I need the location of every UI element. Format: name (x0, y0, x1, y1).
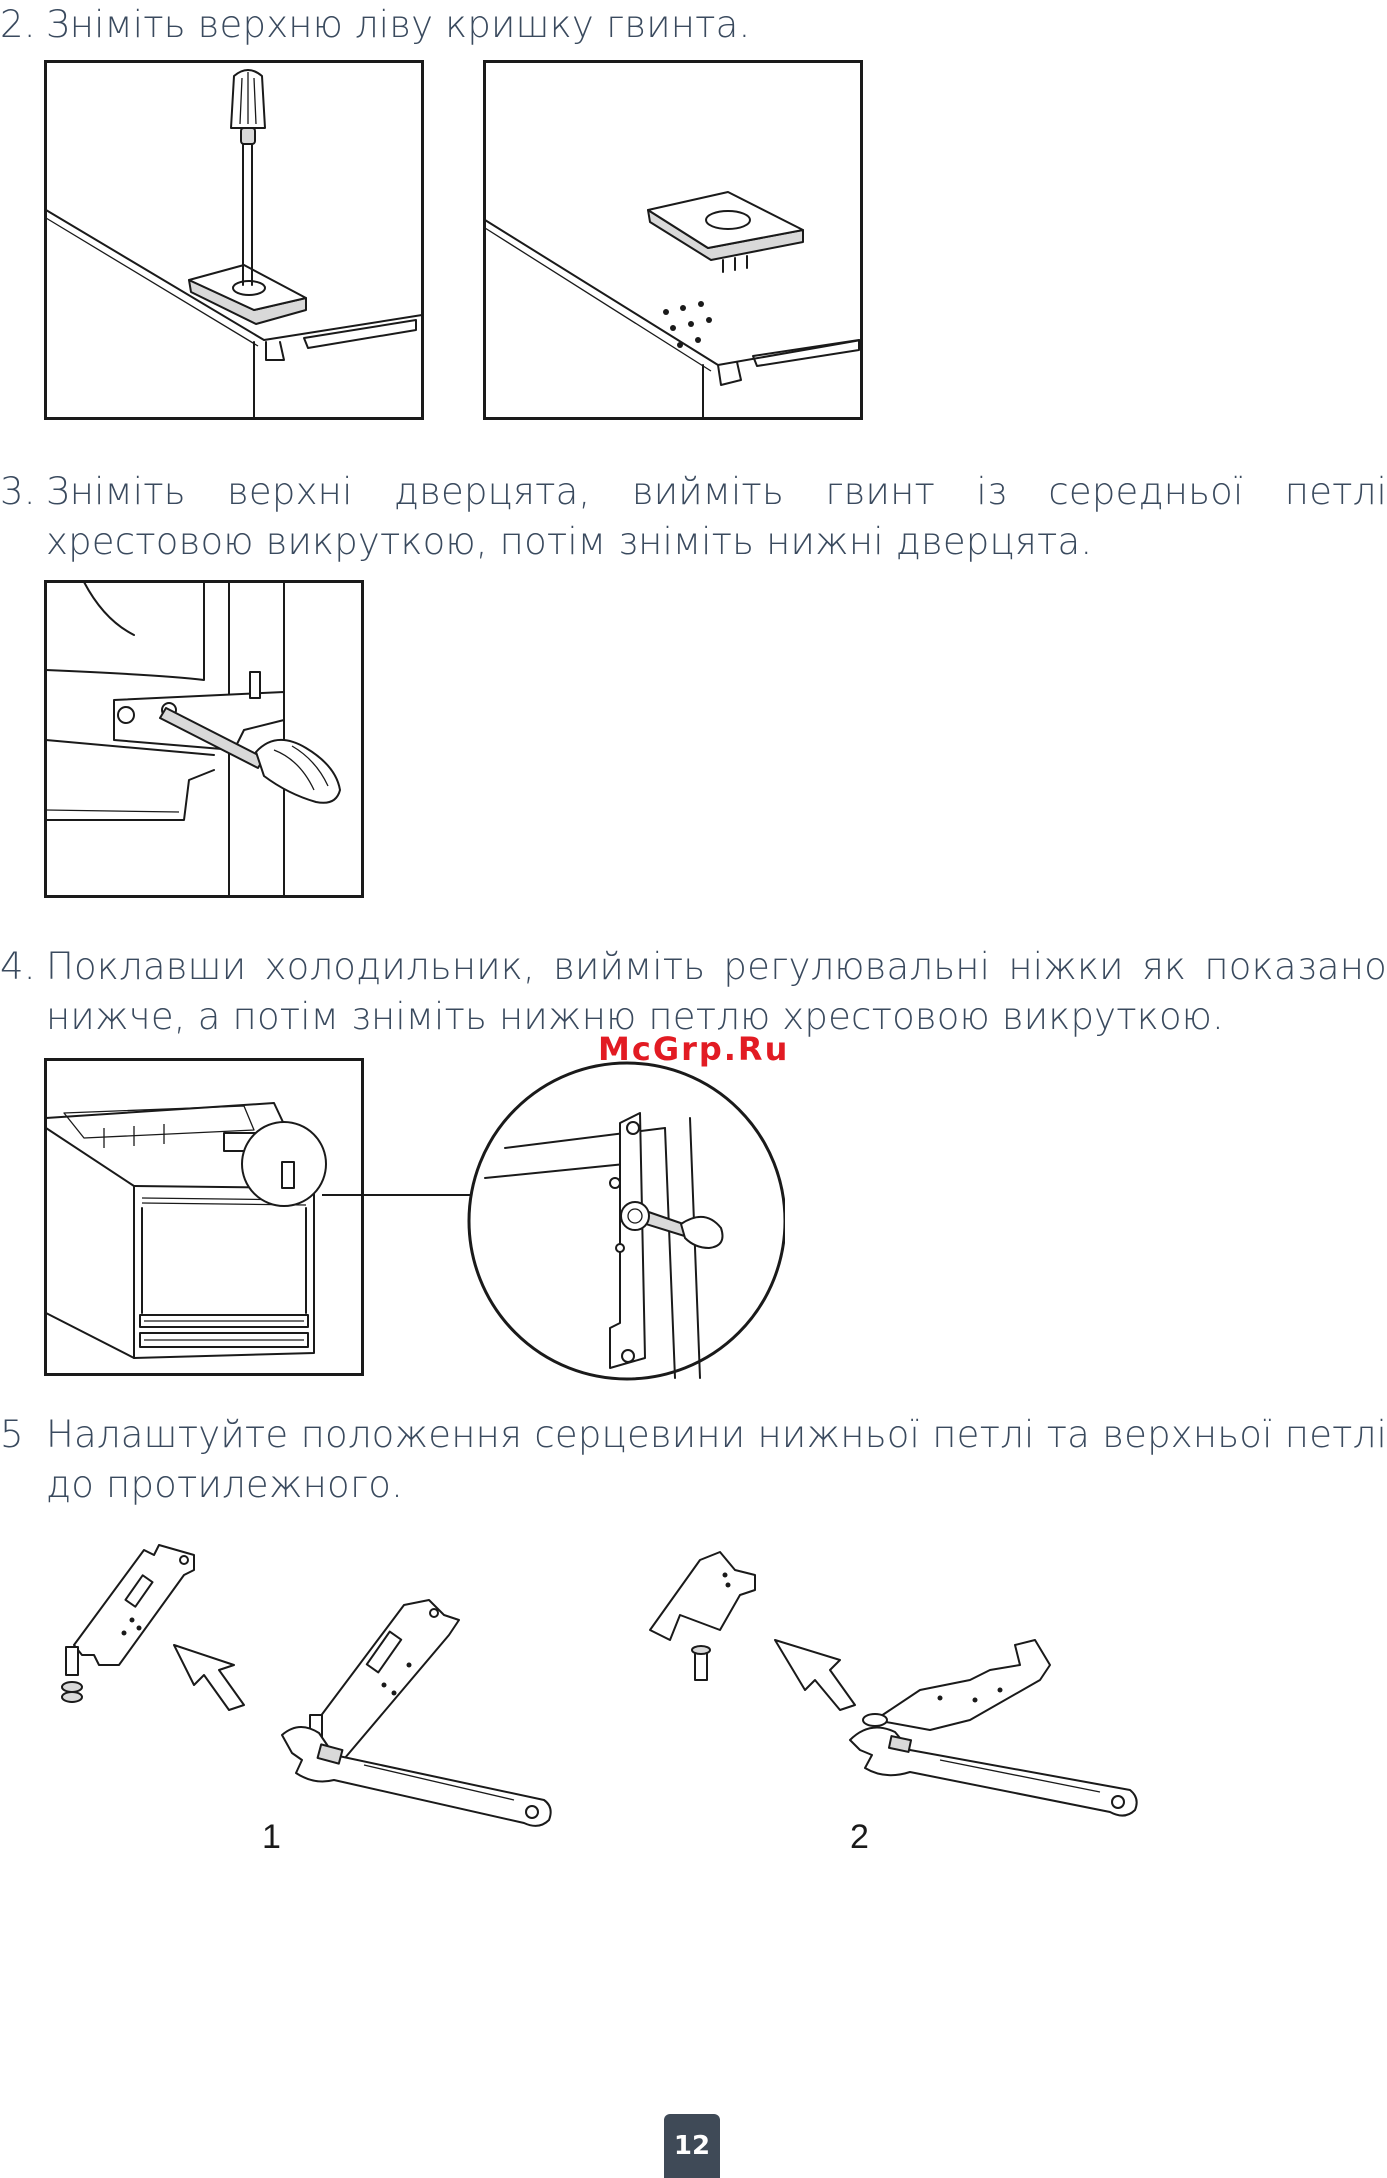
step-number: 2. (0, 3, 36, 46)
step-text: Поклавши холодильник, вийміть регулюваль… (46, 945, 1387, 1038)
step-number: 3. (0, 470, 36, 513)
figure-middle-hinge-screwdriver (44, 580, 364, 898)
step-text: Зніміть верхню ліву кришку гвинта. (46, 3, 751, 46)
figure-hinge-detail-circle (467, 1061, 785, 1381)
connector-line (322, 1194, 482, 1196)
figure-fridge-lying (44, 1058, 364, 1376)
step-number: 5 (0, 1413, 24, 1456)
figure-cover-removed (483, 60, 863, 420)
step-number: 4. (0, 945, 36, 988)
figure-hinge-adjust-1 (61, 1544, 552, 1827)
page-number: 12 (664, 2114, 720, 2178)
figure-screwdriver-on-cover (44, 60, 424, 420)
figure-label-1: 1 (262, 1818, 281, 1856)
step-text: Налаштуйте положення серцевини нижньої п… (46, 1413, 1387, 1506)
figure-hinge-adjust-2 (649, 1551, 1138, 1817)
step-text: Зніміть верхні дверцята, вийміть гвинт і… (46, 470, 1387, 563)
figure-label-2: 2 (850, 1818, 869, 1856)
watermark: McGrp.Ru (598, 1030, 790, 1068)
